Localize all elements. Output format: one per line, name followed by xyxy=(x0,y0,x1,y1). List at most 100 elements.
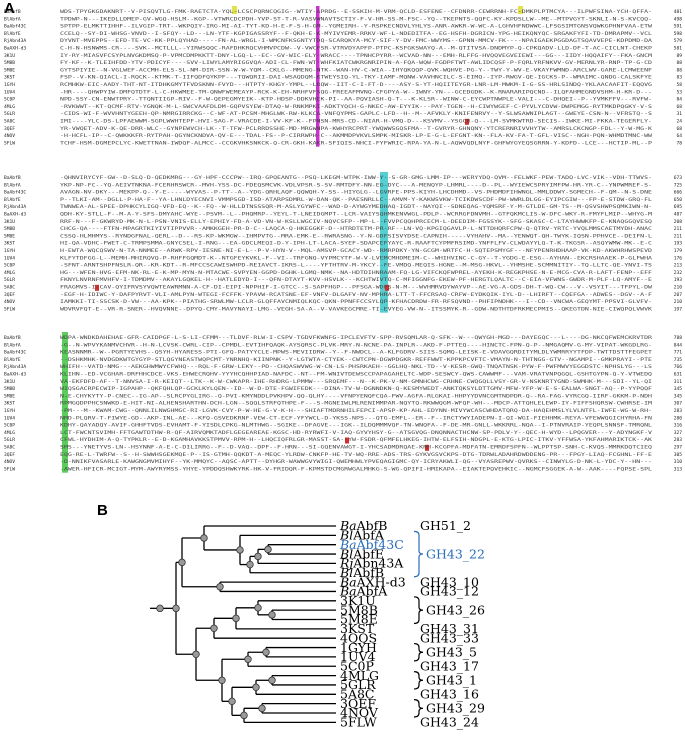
seq-name: 4MLG xyxy=(4,430,15,436)
seq-residues: YKP-NP-FC--YQ-AEIVTNKNA-FCERHRSWCR--MVH-… xyxy=(60,182,652,188)
tree-node xyxy=(252,683,260,691)
seq-end-position: 210 xyxy=(674,299,683,305)
tree-leaf-label: 5FLW xyxy=(340,715,377,730)
seq-end-position: 210 xyxy=(674,285,683,291)
tree-node xyxy=(258,704,266,713)
seq-end-position: 591 xyxy=(674,24,683,30)
panel-b-label: B xyxy=(97,502,108,519)
seq-end-position: 579 xyxy=(674,38,683,44)
seq-name: BlAbfA xyxy=(4,182,21,188)
seq-name: BaAbf43C xyxy=(4,24,26,30)
seq-name: RjAbn43A xyxy=(4,364,26,370)
highlight-green-column xyxy=(62,332,68,473)
seq-residues: WIQSGACRPECWIP-IGPAHP--QKFQHLQP-GCKLKYLQ… xyxy=(60,386,652,392)
tree-leaf-label: 5A8C xyxy=(340,687,375,702)
seq-end-position: 725 xyxy=(674,182,683,188)
seq-end-position: 283 xyxy=(674,408,683,414)
tree-leaf-label: RjAbn43A xyxy=(339,556,404,571)
seq-residues: -SFNT-ARNTSHPFNSLR-QR--KR-KDT--R-MFCCSCA… xyxy=(60,263,652,269)
seq-residues: YR-VWQET-ADV-K-QE-DRR-WLC--GYNPEWVCH-LK-… xyxy=(60,126,652,132)
seq-residues: N-E-CHYKYTY-P-CNEC--IG-AP--SLRCPYGLIRG--… xyxy=(60,393,652,399)
seq-name: 1UV4 xyxy=(4,255,15,261)
seq-name: 5M8B xyxy=(4,226,15,232)
seq-residues: RCMHKW-EIC-AADY-THT-NT-ITDHKGMYTFVDSKNN-… xyxy=(60,82,652,88)
tree-leaf-label: 1UV4 xyxy=(340,649,376,664)
tree-leaf-label: 3KST xyxy=(340,621,375,636)
seq-name: 5GLR xyxy=(4,277,15,283)
seq-name: 3QEF xyxy=(4,452,15,458)
seq-end-position: 766 xyxy=(674,364,683,370)
seq-end-position: 666 xyxy=(674,190,683,196)
group-brace xyxy=(413,596,424,625)
tree-family-label: GH43_12 xyxy=(420,584,479,599)
tree-leaf-label: BlAbfB xyxy=(339,565,384,580)
seq-residues: GYTSPIYIE--N-VGLWEF-ACCMH-ELS-SL-NM-DIR-… xyxy=(60,67,652,73)
seq-name: 5M8E xyxy=(4,67,15,73)
tree-leaf-label: 3K1U xyxy=(340,593,376,608)
seq-residues: -EGF-H-IDIWC-Y-DAFPYRVT-VLI-AMLPYN-WTEGI… xyxy=(60,292,652,298)
seq-name: 1GYH xyxy=(4,408,15,414)
tree-node xyxy=(200,534,208,542)
seq-residues: -AWER-HFICR-MCIGT-MYM-AWYRYMSS-YHYE-YPDD… xyxy=(60,466,652,472)
seq-end-position: 78 xyxy=(676,140,682,146)
seq-name: RjAbn43A xyxy=(4,204,26,210)
seq-name: BlAbfA xyxy=(4,16,21,22)
seq-residues: -H-HCFL-IP--C-QWKKKFR-RYTPAH-QGYNCKNDVA-… xyxy=(60,133,652,139)
seq-name: 3KST xyxy=(4,241,15,247)
seq-residues: AVAGN-NV-DKY---MEKPP-Q--Y-E-----WYVAS--P… xyxy=(60,190,652,196)
tree-family-label: GH43_24 xyxy=(420,715,479,730)
panel-a-label: A xyxy=(4,0,15,17)
seq-name: 3QEF xyxy=(4,126,15,132)
seq-name: 5C0P xyxy=(4,263,15,269)
group-brace xyxy=(413,671,424,690)
tree-group-label: GH43_29 xyxy=(426,701,485,716)
seq-residues: HI-QA-VDHC-FWET-C-TRMPSMMA-GNYCSEL-I-RNG… xyxy=(60,241,652,247)
tree-node xyxy=(268,611,276,619)
seq-end-position: 327 xyxy=(674,430,683,436)
tree-leaf-label: 4MLG xyxy=(340,668,379,683)
seq-end-position: 498 xyxy=(674,16,683,22)
seq-name: 1GYH xyxy=(4,248,15,254)
seq-name: BlAbfA xyxy=(4,342,21,348)
seq-residues: EQG-RE-L-TWRFW--S--H-SWWHSGEKMQE-P--IS-G… xyxy=(60,452,652,458)
seq-end-position: 280 xyxy=(674,415,683,421)
tree-node xyxy=(236,546,244,554)
seq-name: 5C0P xyxy=(4,423,15,429)
seq-residues: P--TLKI-AM--DGLL-P-HA-F--YA-LHNLDYECNVI-… xyxy=(60,197,652,203)
tree-node xyxy=(254,604,262,612)
seq-residues: CHCG-QA----FTFN-MPAGRTKIYIVTIPPVVR--AMKK… xyxy=(60,226,652,232)
seq-residues: CSSQ-HLMHMYS--RYNDGFNAL-QERL--D---RS-KP-… xyxy=(60,233,652,239)
seq-name: 5M8B xyxy=(4,386,15,392)
seq-end-position: 788 xyxy=(674,335,683,341)
tree-group-label: GH43_22 xyxy=(426,546,485,561)
seq-residues: -G--N-WPVYKANMVCHVR--H-N-LCVSK-CWRL-CIP-… xyxy=(60,342,652,348)
tree-node xyxy=(240,711,248,720)
seq-name: BlAbfE xyxy=(4,357,21,363)
seq-name: BaAbfB xyxy=(4,175,21,181)
seq-end-position: 211 xyxy=(674,226,683,232)
seq-name: 5C0P xyxy=(4,97,15,103)
seq-residues: CFWL-HYDHIM-A-Q-TYPKLR--E-D-KGAMHAVKKSTP… xyxy=(60,437,652,443)
seq-end-position: 481 xyxy=(674,9,683,15)
seq-residues: TWNWEA-AL-SPEE-DPHKCYLIGQ-VFD-EQ--K--FQ-… xyxy=(60,204,652,210)
seq-end-position: 176 xyxy=(674,255,683,261)
seq-name: 5GLR xyxy=(4,437,15,443)
seq-name: BlAbfE xyxy=(4,197,21,203)
seq-end-position: 316 xyxy=(674,423,683,429)
seq-residues: HG---WFEN-HVG-EFM-NK-RL-E-K-MP-MYN-N-MTA… xyxy=(60,270,652,276)
seq-residues: TPDWP-N---IKEDLLDMEP-GV-WGQ-HSLM--KGP--V… xyxy=(60,16,652,22)
tree-family-label: GH43_10 xyxy=(420,574,479,589)
seq-name: BaAXH-d3 xyxy=(4,212,26,218)
seq-residues: IAMKKI-TI-SSCSK-D-VW---AA-KPK--PIATHG-SR… xyxy=(60,299,652,305)
tree-node xyxy=(228,697,236,706)
tree-group-label: GH43_26 xyxy=(426,602,485,617)
seq-end-position: 83 xyxy=(676,75,682,81)
seq-end-position: 581 xyxy=(674,46,683,52)
tree-node xyxy=(232,614,240,623)
tree-node xyxy=(246,560,254,569)
seq-end-position: 844 xyxy=(674,342,683,348)
seq-residues: C-H-N-HSNWMS-CR----SVK--MCTLLL--YIRWSQQC… xyxy=(60,46,652,52)
seq-end-position: 232 xyxy=(674,270,683,276)
seq-end-position: 31 xyxy=(676,111,682,117)
seq-end-position: 88 xyxy=(676,67,682,73)
